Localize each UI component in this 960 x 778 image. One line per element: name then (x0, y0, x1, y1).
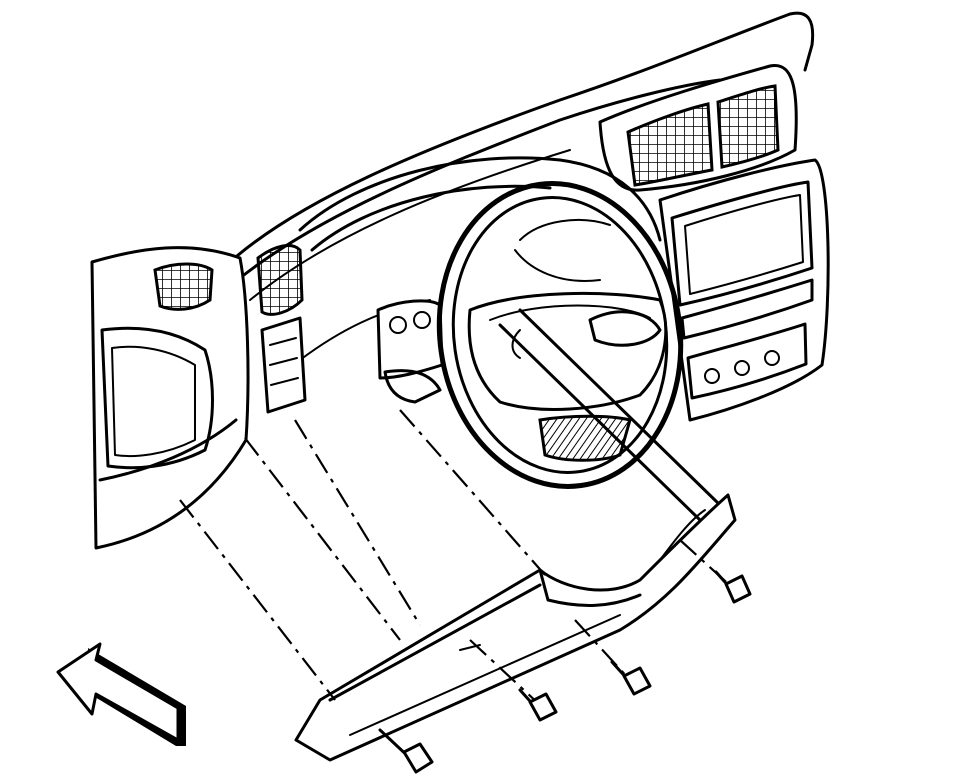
bolt-icon-2 (518, 688, 558, 722)
bolt-icon-3 (610, 660, 652, 696)
center-console-stack (658, 158, 830, 422)
left-side-panel (90, 246, 250, 550)
bolt-icon-1 (378, 728, 434, 774)
left-air-vent (256, 244, 304, 316)
bolt-icon-4 (714, 570, 752, 604)
direction-arrow-icon (56, 642, 186, 746)
lower-trim-panel (294, 493, 737, 762)
lower-left-switches (260, 299, 444, 414)
steering-wheel (436, 181, 684, 489)
explode-lines (179, 409, 736, 706)
steering-column (498, 308, 722, 522)
